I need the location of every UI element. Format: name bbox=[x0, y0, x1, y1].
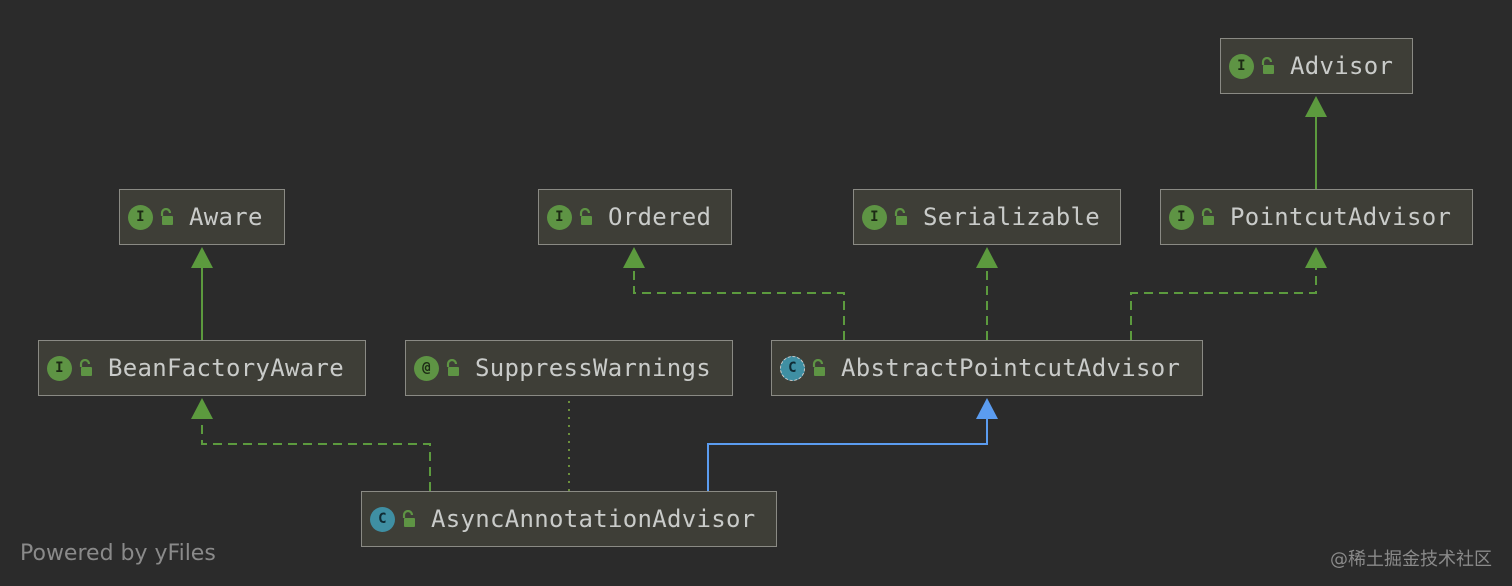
arrowhead-icon bbox=[976, 247, 998, 268]
interface-icon: I bbox=[128, 204, 153, 230]
public-lock-icon bbox=[1260, 57, 1276, 75]
class-icon: C bbox=[370, 506, 395, 532]
node-label: BeanFactoryAware bbox=[108, 354, 344, 382]
edge-async-annotation-advisor-to-bean-factory-aware bbox=[191, 398, 431, 491]
edge-abstract-pointcut-advisor-to-serializable bbox=[976, 247, 998, 340]
public-lock-icon bbox=[78, 359, 94, 377]
node-label: Advisor bbox=[1290, 52, 1394, 80]
edge-async-annotation-advisor-to-abstract-pointcut-advisor bbox=[707, 398, 998, 491]
interface-icon: I bbox=[547, 204, 572, 230]
edge-line bbox=[633, 267, 845, 340]
node-label: AsyncAnnotationAdvisor bbox=[431, 505, 756, 533]
node-label: Ordered bbox=[608, 203, 712, 231]
node-label: AbstractPointcutAdvisor bbox=[841, 354, 1181, 382]
node-aware[interactable]: I Aware bbox=[119, 189, 285, 245]
node-advisor[interactable]: I Advisor bbox=[1220, 38, 1413, 94]
node-label: SuppressWarnings bbox=[475, 354, 711, 382]
edge-line bbox=[201, 418, 431, 491]
arrowhead-icon bbox=[623, 247, 645, 268]
node-label: Serializable bbox=[923, 203, 1100, 231]
interface-icon: I bbox=[1169, 204, 1194, 230]
public-lock-icon bbox=[811, 359, 827, 377]
arrowhead-icon bbox=[1305, 96, 1327, 117]
arrowhead-icon bbox=[191, 247, 213, 268]
node-suppress-warnings[interactable]: @ SuppressWarnings bbox=[405, 340, 733, 396]
annotation-icon: @ bbox=[414, 355, 439, 381]
edge-pointcut-advisor-to-advisor bbox=[1305, 96, 1327, 189]
public-lock-icon bbox=[159, 208, 175, 226]
node-async-annotation-advisor[interactable]: C AsyncAnnotationAdvisor bbox=[361, 491, 777, 547]
node-label: Aware bbox=[189, 203, 263, 231]
public-lock-icon bbox=[893, 208, 909, 226]
public-lock-icon bbox=[401, 510, 417, 528]
public-lock-icon bbox=[445, 359, 461, 377]
node-abstract-pointcut-advisor[interactable]: C AbstractPointcutAdvisor bbox=[771, 340, 1203, 396]
watermark: @稀土掘金技术社区 bbox=[1330, 549, 1492, 570]
public-lock-icon bbox=[578, 208, 594, 226]
edge-bean-factory-aware-to-aware bbox=[191, 247, 213, 340]
edge-abstract-pointcut-advisor-to-pointcut-advisor bbox=[1130, 247, 1327, 340]
node-label: PointcutAdvisor bbox=[1230, 203, 1452, 231]
edge-line bbox=[707, 418, 988, 491]
interface-icon: I bbox=[1229, 53, 1254, 79]
interface-icon: I bbox=[47, 355, 72, 381]
node-bean-factory-aware[interactable]: I BeanFactoryAware bbox=[38, 340, 366, 396]
node-pointcut-advisor[interactable]: I PointcutAdvisor bbox=[1160, 189, 1473, 245]
arrowhead-icon bbox=[976, 398, 998, 419]
node-ordered[interactable]: I Ordered bbox=[538, 189, 732, 245]
abstract-class-icon: C bbox=[780, 355, 805, 381]
edge-line bbox=[1130, 267, 1317, 340]
public-lock-icon bbox=[1200, 208, 1216, 226]
powered-by-label: Powered by yFiles bbox=[20, 541, 216, 566]
node-serializable[interactable]: I Serializable bbox=[853, 189, 1121, 245]
arrowhead-icon bbox=[1305, 247, 1327, 268]
arrowhead-icon bbox=[191, 398, 213, 419]
edge-abstract-pointcut-advisor-to-ordered bbox=[623, 247, 845, 340]
interface-icon: I bbox=[862, 204, 887, 230]
